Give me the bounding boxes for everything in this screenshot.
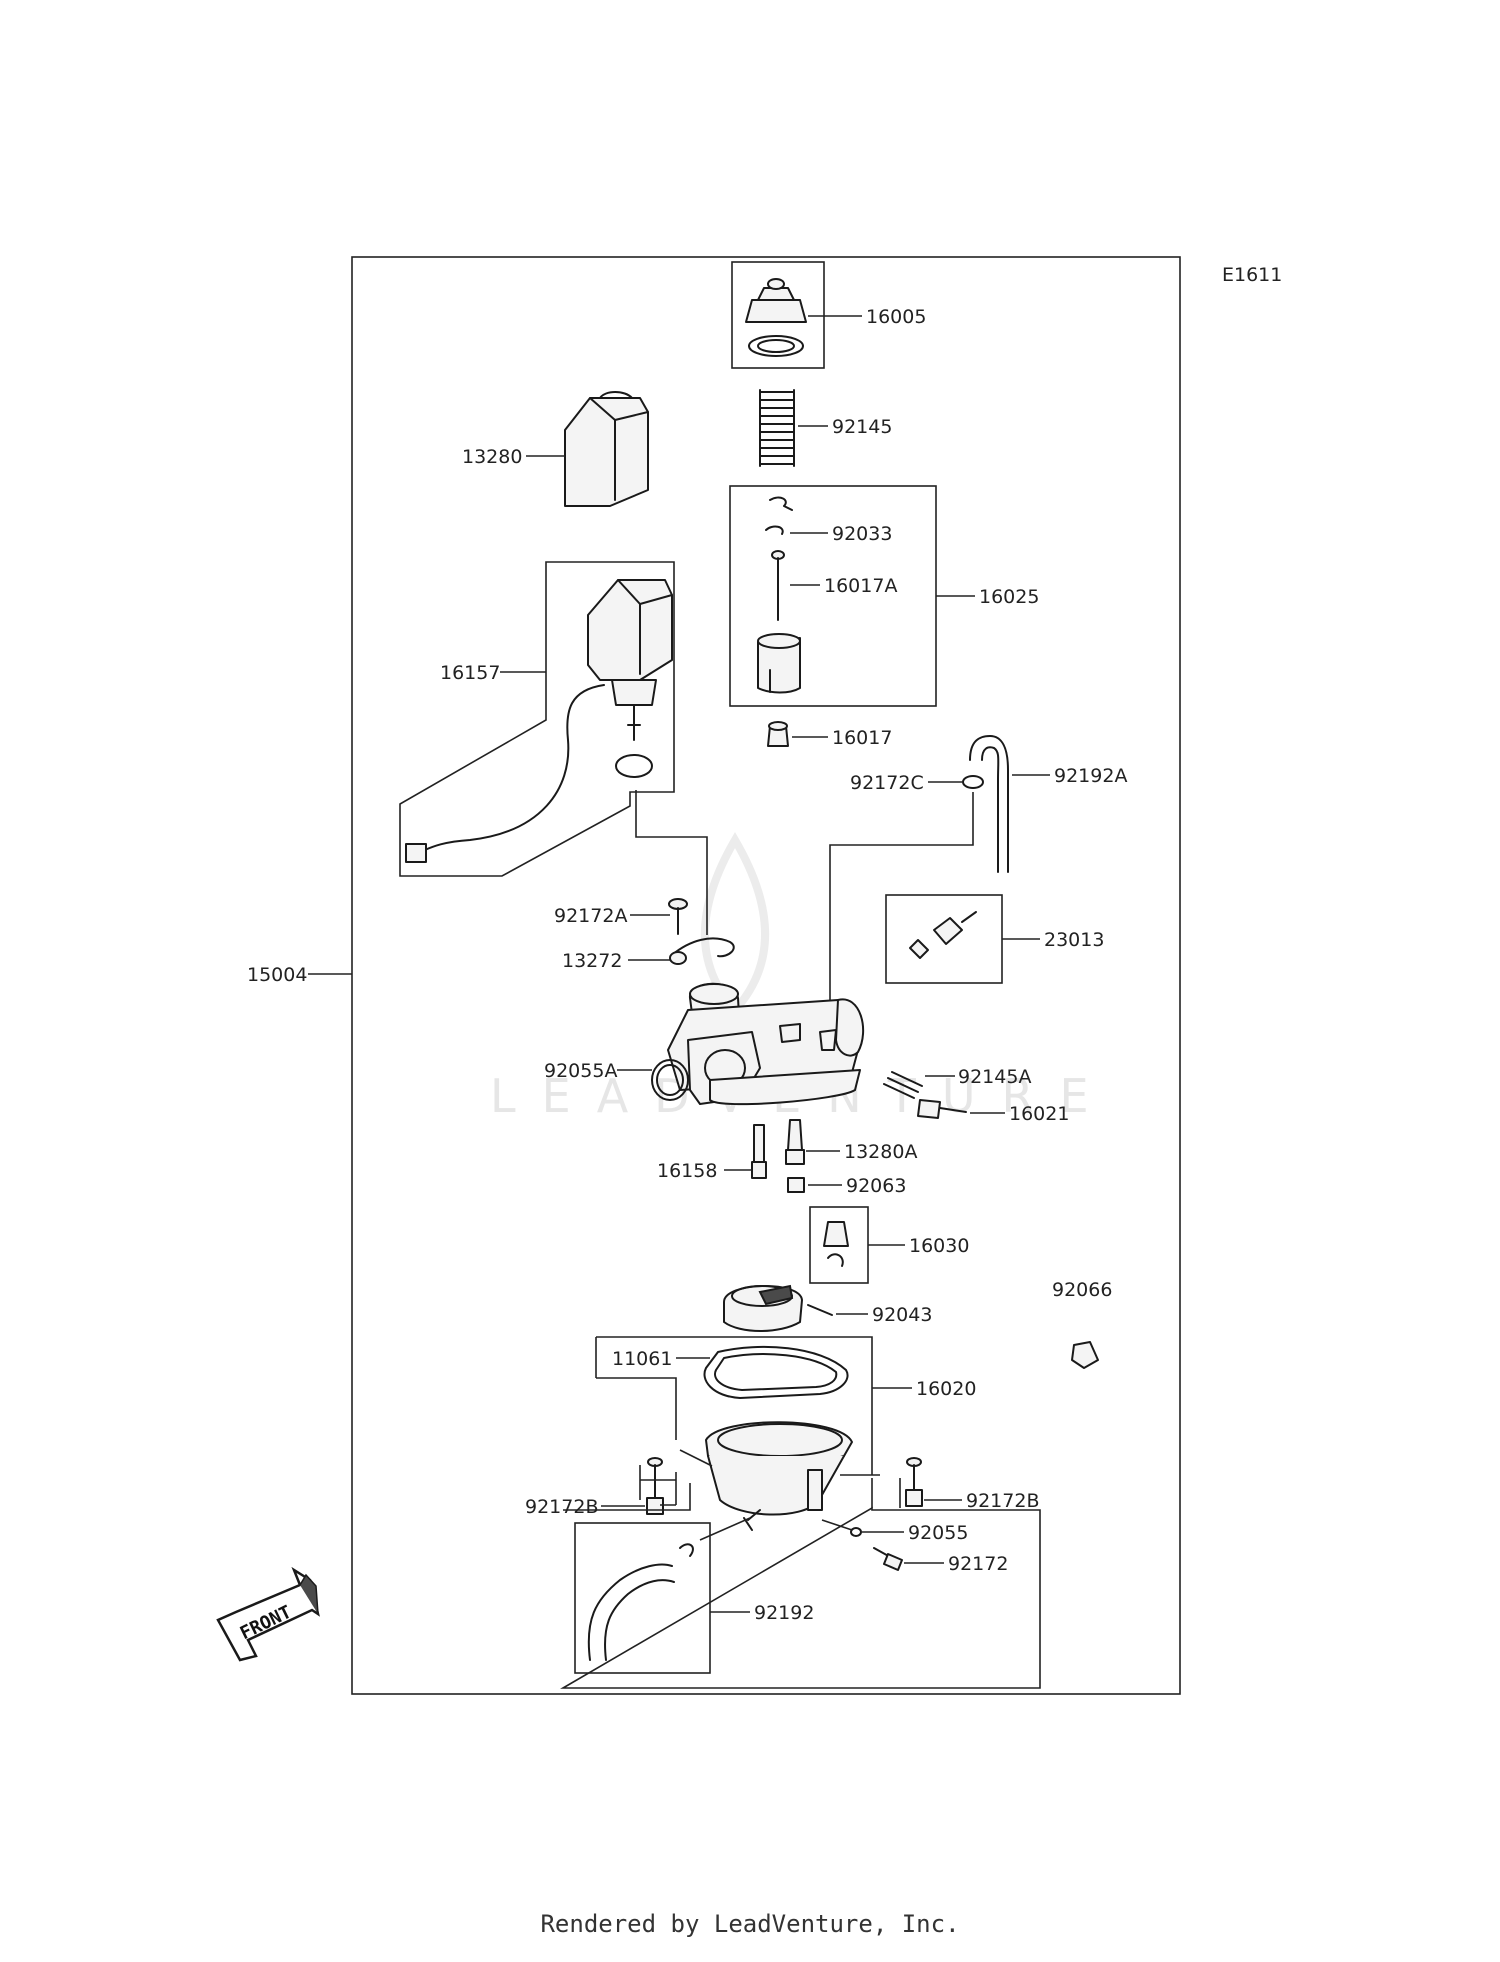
callout-92192: 92192 (754, 1602, 814, 1624)
callout-13280A: 13280A (844, 1141, 917, 1163)
callout-15004: 15004 (247, 964, 307, 986)
callout-92043: 92043 (872, 1304, 932, 1326)
callout-16030: 16030 (909, 1235, 969, 1257)
auto-choke-part (405, 579, 673, 863)
throttle-spring-part (759, 389, 795, 467)
box-16157 (399, 561, 675, 877)
callout-16158: 16158 (657, 1160, 717, 1182)
callout-92172: 92172 (948, 1553, 1008, 1575)
bowl-screw-right-part (905, 1457, 923, 1507)
front-arrow-icon: FRONT (216, 1566, 320, 1662)
clamp-part (671, 937, 735, 958)
callout-92192A: 92192A (1054, 765, 1127, 787)
callout-92145A: 92145A (958, 1066, 1031, 1088)
callout-92172B-right: 92172B (966, 1490, 1039, 1512)
o-ring-large-part (651, 1059, 689, 1101)
carb-top-cap-part (745, 278, 807, 357)
callout-92145: 92145 (832, 416, 892, 438)
needle-jet-part (767, 721, 789, 747)
throttle-stop-screw-part (917, 1099, 967, 1119)
callout-11061: 11061 (612, 1348, 672, 1370)
box-16020 (595, 1336, 873, 1445)
pilot-screw-part (909, 911, 977, 959)
callout-92172C: 92172C (850, 772, 924, 794)
assembly-frame-15004 (351, 256, 1181, 1695)
callout-23013: 23013 (1044, 929, 1104, 951)
footer-credit: Rendered by LeadVenture, Inc. (540, 1910, 960, 1938)
callout-92055: 92055 (908, 1522, 968, 1544)
clamp-screw-part (668, 898, 688, 935)
callout-16157: 16157 (440, 662, 500, 684)
callout-16021: 16021 (1009, 1103, 1069, 1125)
callout-13272: 13272 (562, 950, 622, 972)
box-92192-outer (560, 1483, 1041, 1689)
callout-16017: 16017 (832, 727, 892, 749)
drain-screw-part (873, 1547, 903, 1571)
choke-cover-part (564, 391, 649, 507)
hose-clip-part (962, 775, 984, 789)
main-jet-part (785, 1119, 805, 1165)
o-ring-small-part (850, 1527, 862, 1537)
needle-clip-part (765, 496, 793, 535)
callout-16005: 16005 (866, 306, 926, 328)
float-pin-part (807, 1304, 833, 1316)
callout-92172B-left: 92172B (525, 1496, 598, 1518)
carburetor-body-part (667, 982, 865, 1106)
diagram-code: E1611 (1222, 264, 1282, 286)
float-part (723, 1284, 803, 1332)
callout-92066: 92066 (1052, 1279, 1112, 1301)
jet-washer-part (787, 1177, 805, 1193)
vent-hose-part (969, 735, 1009, 873)
needle-jet-holder-part (751, 1124, 767, 1179)
callout-16017A: 16017A (824, 575, 897, 597)
callout-92063: 92063 (846, 1175, 906, 1197)
box-16005 (731, 261, 825, 369)
callout-16020: 16020 (916, 1378, 976, 1400)
jet-needle-part (771, 550, 785, 621)
float-bowl-part (705, 1421, 853, 1531)
callout-92055A: 92055A (544, 1060, 617, 1082)
bowl-gasket-part (703, 1345, 849, 1399)
throttle-valve-part (757, 633, 801, 694)
pilot-spring-part (883, 1071, 923, 1099)
callout-16025: 16025 (979, 586, 1039, 608)
callout-92172A: 92172A (554, 905, 627, 927)
float-valve-part (823, 1221, 849, 1267)
box-92192-inner (574, 1522, 711, 1674)
drain-cap-part (1071, 1341, 1099, 1369)
callout-92033: 92033 (832, 523, 892, 545)
callout-13280: 13280 (462, 446, 522, 468)
fuel-hose-part (587, 1563, 675, 1661)
hose-clip-lower-part (679, 1543, 694, 1557)
